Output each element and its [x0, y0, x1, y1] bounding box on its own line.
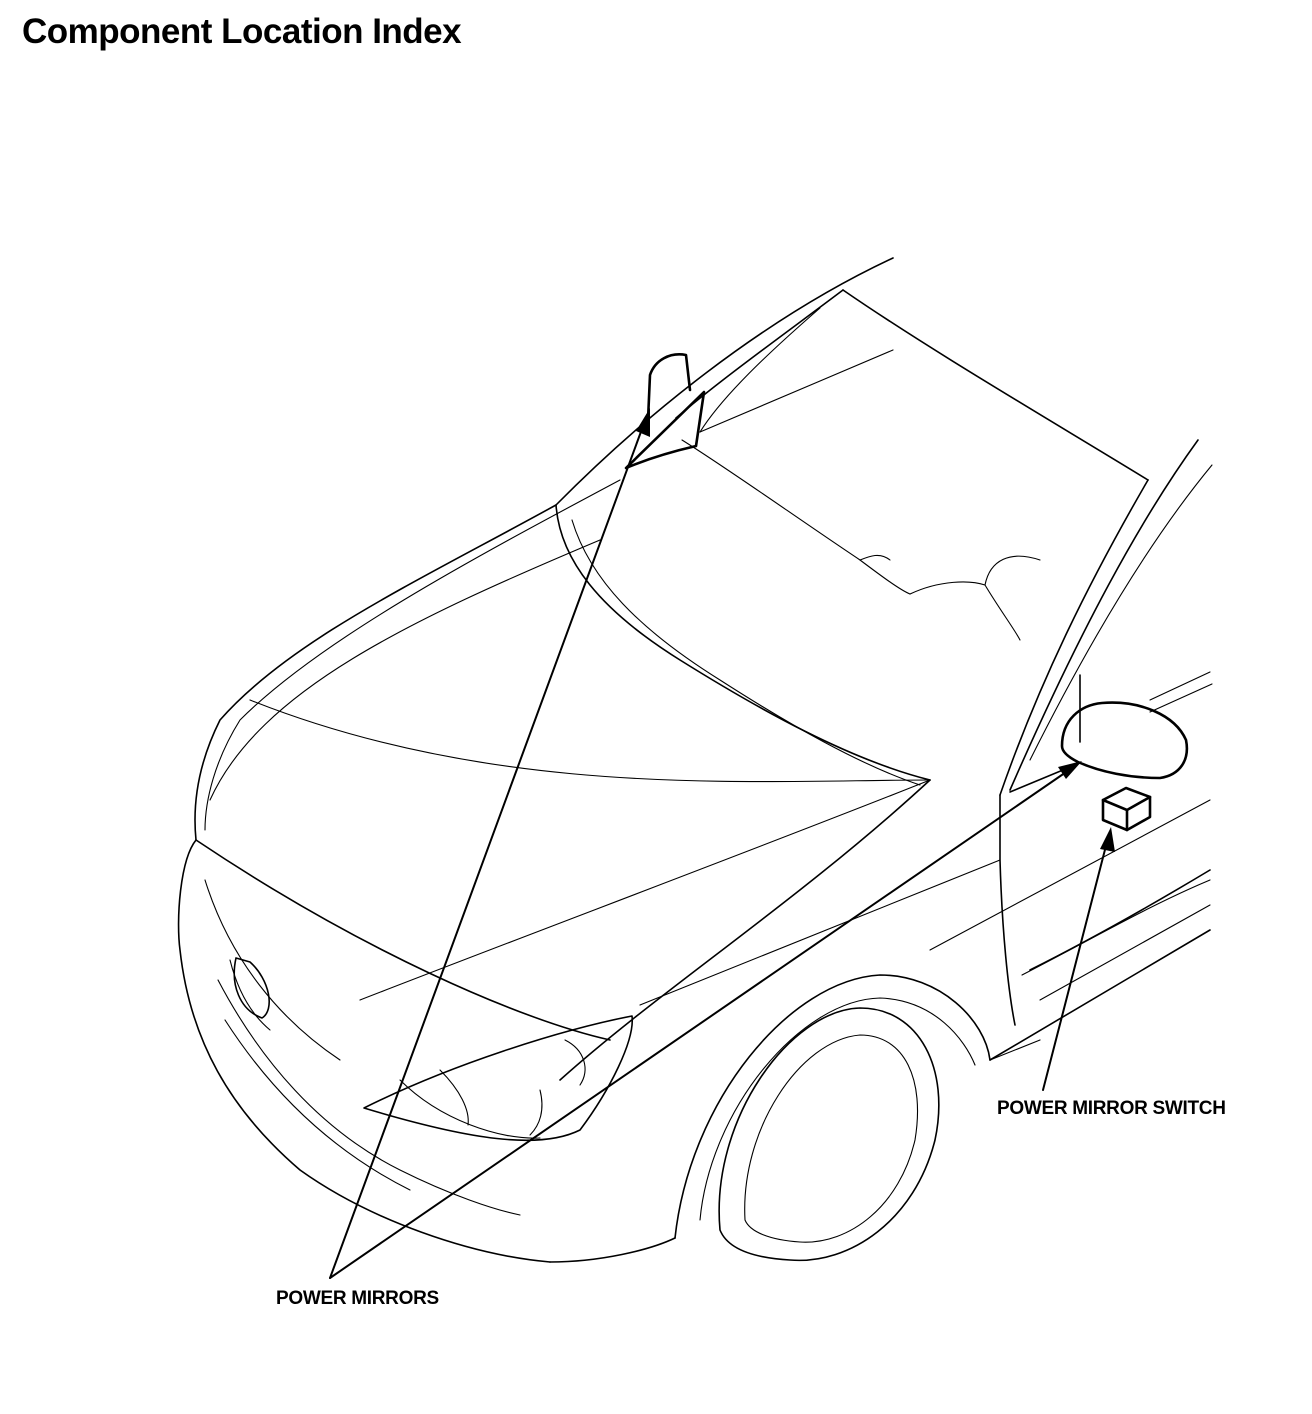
- body-side: [639, 799, 1211, 1061]
- hood: [194, 479, 931, 1081]
- mirrors-arrowhead-right: [1058, 761, 1082, 779]
- power-mirror-switch-leader: [1042, 827, 1115, 1091]
- windshield: [555, 349, 1041, 786]
- power-mirrors-leader: [329, 408, 1082, 1279]
- mirrors-arrowhead-left: [636, 408, 650, 437]
- front-bumper: [177, 839, 676, 1263]
- power-mirror-switch-box: [1101, 786, 1152, 832]
- headlight: [363, 1015, 633, 1142]
- power-mirrors-label: POWER MIRRORS: [276, 1288, 439, 1309]
- door-frame: [999, 439, 1213, 1026]
- left-mirror: [624, 353, 706, 470]
- switch-arrowhead: [1100, 827, 1115, 852]
- power-mirror-switch-label: POWER MIRROR SWITCH: [997, 1098, 1226, 1119]
- roof-outline: [555, 257, 1149, 506]
- front-wheel: [674, 974, 1041, 1262]
- page-title: Component Location Index: [22, 12, 462, 51]
